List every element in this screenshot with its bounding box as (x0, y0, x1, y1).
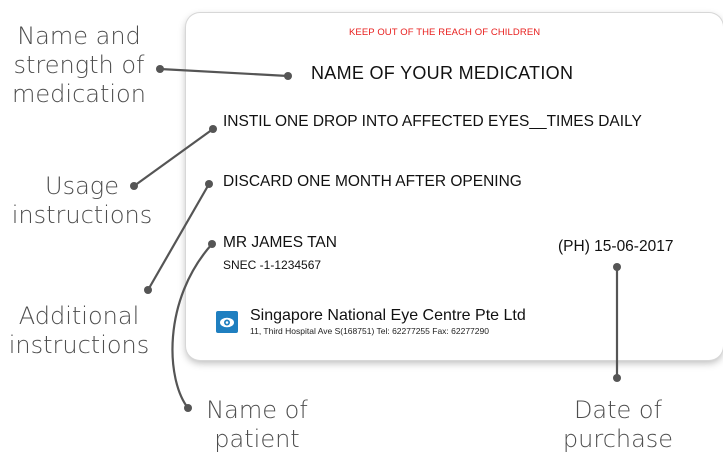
callout-usage-line-2: instructions (11, 201, 153, 229)
patient-dot-bottom (184, 404, 192, 412)
purchase-dot-top (613, 263, 621, 271)
medication-dot-right (284, 72, 292, 80)
usage-instruction: INSTIL ONE DROP INTO AFFECTED EYES__TIME… (223, 113, 642, 130)
purchase-dot-bottom (613, 374, 621, 382)
callout-medication-line-1: Name and (17, 22, 141, 50)
additional-dot-right (205, 180, 213, 188)
callout-purchase-line-2: purchase (562, 425, 674, 453)
discard-instruction: DISCARD ONE MONTH AFTER OPENING (223, 173, 522, 190)
medication-label-card (186, 13, 723, 360)
callout-patient: Name of patient (198, 396, 316, 454)
callout-additional-line-2: instructions (8, 331, 150, 359)
additional-connector (147, 183, 210, 291)
additional-dot-left (144, 286, 152, 294)
callout-purchase-line-1: Date of (573, 396, 663, 424)
patient-id: SNEC -1-1234567 (223, 258, 322, 272)
callout-purchase: Date of purchase (554, 396, 682, 454)
callout-patient-line-1: Name of (206, 396, 308, 424)
callout-medication-line-2: strength of (13, 51, 145, 79)
patient-connector (171, 243, 213, 409)
usage-dot-left (130, 182, 138, 190)
callout-patient-line-2: patient (214, 425, 300, 453)
medication-name: NAME OF YOUR MEDICATION (311, 63, 574, 83)
callout-medication: Name and strength of medication (4, 22, 154, 109)
callout-additional-line-1: Additional (18, 302, 140, 330)
medication-connector (159, 67, 289, 78)
clinic-name: Singapore National Eye Centre Pte Ltd (250, 307, 526, 324)
medication-dot-left (156, 65, 164, 73)
usage-connector (133, 128, 214, 187)
usage-dot-right (209, 125, 217, 133)
eye-centre-logo-icon (216, 311, 238, 333)
patient-name: MR JAMES TAN (223, 234, 337, 251)
callout-additional: Additional instructions (2, 302, 156, 360)
callout-usage-line-1: Usage (45, 172, 119, 200)
purchase-date: (PH) 15-06-2017 (558, 238, 674, 255)
patient-dot-top (208, 240, 216, 248)
callout-medication-line-3: medication (12, 80, 146, 108)
callout-usage: Usage instructions (2, 172, 162, 230)
clinic-address: 11, Third Hospital Ave S(168751) Tel: 62… (250, 326, 489, 336)
warning-text: KEEP OUT OF THE REACH OF CHILDREN (349, 27, 541, 38)
